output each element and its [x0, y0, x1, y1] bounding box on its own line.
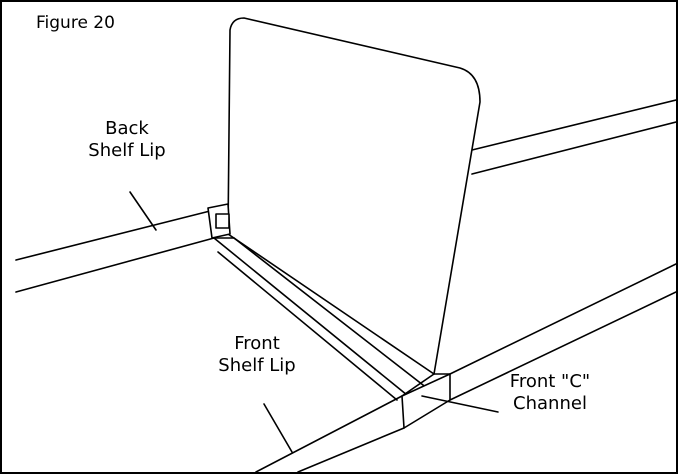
figure-title: Figure 20 — [36, 13, 115, 33]
front-c-channel-label-line-1: Front "C" — [509, 371, 591, 392]
back-shelf-lip-label: Back Shelf Lip — [62, 118, 192, 162]
front-c-channel-label-line-2: Channel — [513, 393, 587, 414]
front-shelf-lip-label-line-2: Shelf Lip — [218, 355, 296, 376]
leader-lines — [129, 191, 499, 453]
back-shelf-lip-label-line-2: Shelf Lip — [88, 140, 166, 161]
back-shelf-lip-right — [471, 99, 676, 175]
divider-panel — [227, 17, 481, 375]
front-shelf-lip — [255, 263, 676, 472]
front-c-channel-label: Front "C" Channel — [490, 371, 610, 415]
divider-clip — [207, 203, 231, 239]
back-shelf-lip-label-line-1: Back — [105, 118, 149, 139]
back-shelf-lip — [15, 209, 215, 293]
floor-channel — [213, 237, 433, 401]
front-c-channel-block — [401, 373, 451, 429]
front-shelf-lip-label-line-1: Front — [234, 333, 280, 354]
front-shelf-lip-label: Front Shelf Lip — [192, 333, 322, 377]
